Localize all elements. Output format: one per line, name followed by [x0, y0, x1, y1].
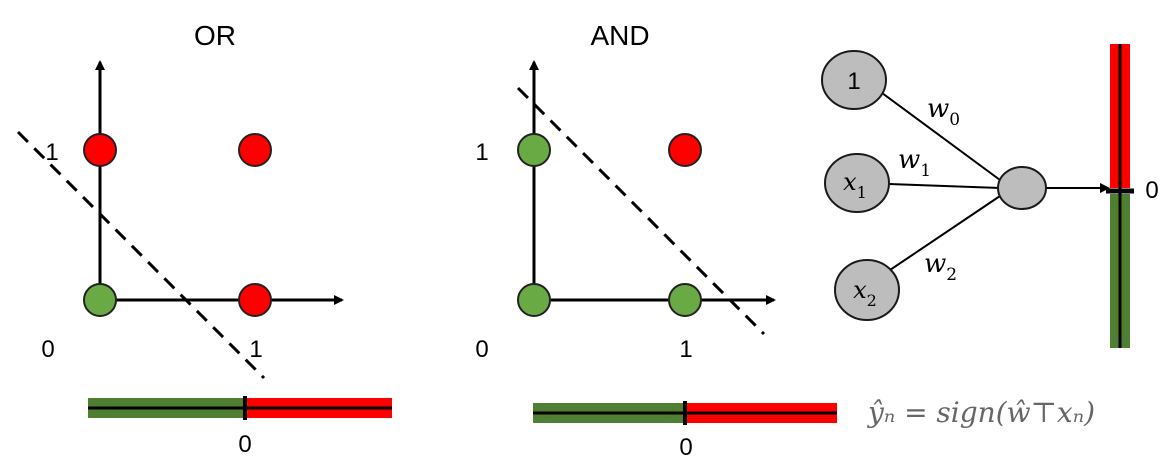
and-bar-zero-label: 0 — [679, 434, 692, 461]
or-point-0-0 — [83, 283, 117, 317]
input-node-x1 — [824, 153, 890, 213]
or-decision-boundary — [16, 130, 266, 380]
weight-w2: w2 — [924, 249, 957, 285]
and-decision-boundary — [516, 86, 766, 336]
and-point-1-0 — [668, 283, 702, 317]
and-point-0-1 — [517, 133, 551, 167]
output-sign-bar: 0 — [1106, 44, 1159, 348]
input-node-x1-label: x1 — [843, 168, 867, 202]
and-panel: AND 1 0 1 0 — [475, 20, 837, 461]
and-point-0-0 — [517, 283, 551, 317]
or-panel: OR 1 0 1 0 — [16, 20, 392, 458]
or-bar-zero-label: 0 — [238, 431, 251, 458]
edge-x1-to-output — [888, 183, 1001, 189]
edge-x2-to-output — [889, 195, 1001, 271]
or-x-tick-1: 1 — [249, 336, 262, 363]
and-origin-label: 0 — [475, 336, 488, 363]
and-x-tick-1: 1 — [679, 336, 692, 363]
weight-w1: w1 — [898, 145, 931, 181]
or-y-tick-1: 1 — [45, 139, 58, 166]
and-y-tick-1: 1 — [475, 139, 488, 166]
input-node-x2 — [834, 259, 900, 321]
and-sign-bar: 0 — [533, 401, 837, 461]
and-title: AND — [590, 20, 649, 51]
weight-w0: w0 — [927, 94, 960, 130]
or-sign-bar: 0 — [88, 396, 392, 458]
or-point-0-1 — [83, 133, 117, 167]
bias-node — [821, 50, 887, 110]
and-point-1-1 — [668, 133, 702, 167]
prediction-formula: ŷₙ = sign(ŵ⊤xₙ) — [866, 396, 1095, 429]
output-bar-zero-label: 0 — [1145, 177, 1158, 204]
output-node — [997, 166, 1047, 210]
input-node-x2-label: x2 — [853, 276, 877, 310]
bias-node-label: 1 — [847, 68, 860, 95]
edge-bias-to-output — [877, 89, 1001, 181]
or-point-1-1 — [238, 133, 272, 167]
network-panel: 1 x1 x2 w0 w1 w2 0 — [821, 44, 1159, 348]
or-origin-label: 0 — [41, 336, 54, 363]
or-point-1-0 — [238, 283, 272, 317]
or-title: OR — [194, 20, 236, 51]
